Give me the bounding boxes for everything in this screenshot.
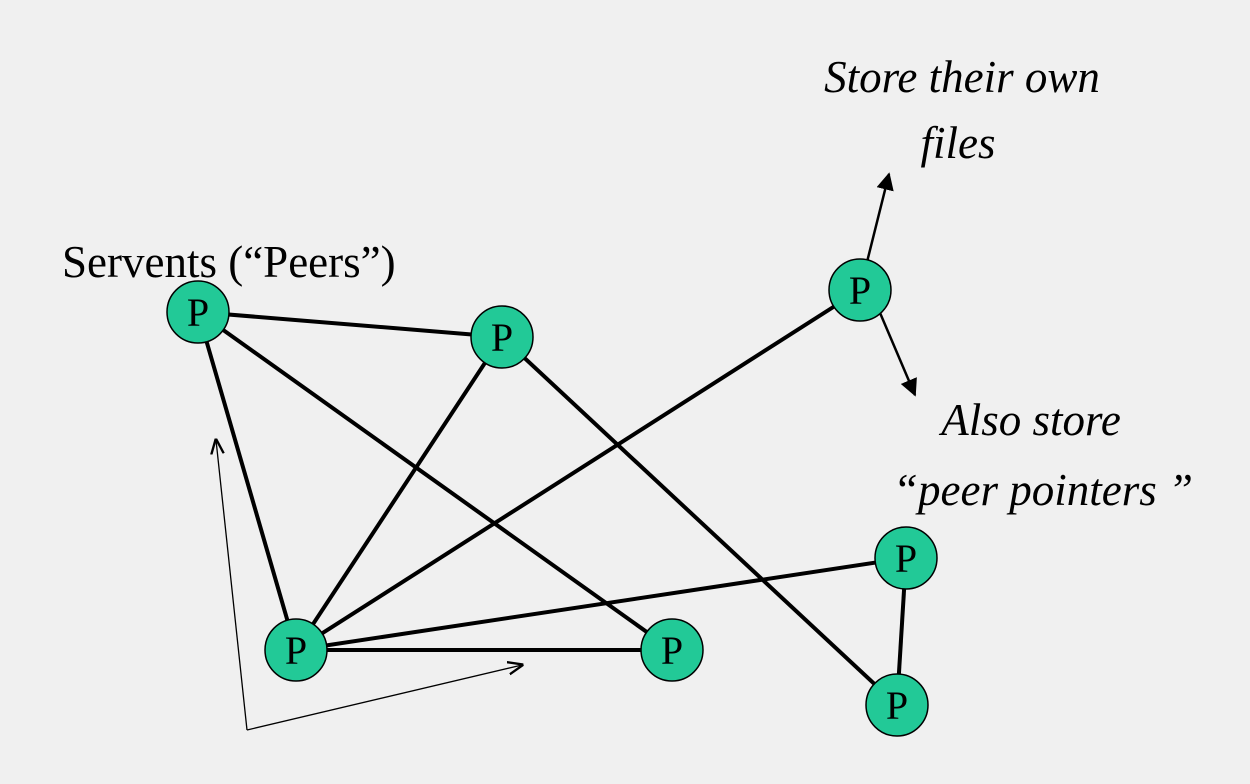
- edge-p2-p7: [500, 335, 899, 707]
- peer-node-label: P: [285, 628, 307, 673]
- network-edges: [196, 288, 908, 707]
- pointer-arrow-right: [246, 665, 522, 731]
- edge-p1-p5: [196, 311, 298, 651]
- peer-node-label: P: [491, 315, 513, 360]
- peer-node-p1: P: [166, 280, 230, 344]
- peer-node-p2: P: [470, 305, 534, 369]
- peer-node-circle: [470, 305, 534, 369]
- peer-nodes: P P P P P P P: [166, 258, 938, 737]
- peer-node-p5: P: [264, 618, 328, 682]
- peer-node-label: P: [187, 290, 209, 335]
- peer-node-circle: [166, 280, 230, 344]
- edge-pointer-arrows: [216, 440, 522, 731]
- peer-node-label: P: [895, 536, 917, 581]
- peer-node-label: P: [886, 683, 908, 728]
- peer-node-p4: P: [874, 526, 938, 590]
- peer-node-p6: P: [640, 618, 704, 682]
- peer-node-p3: P: [828, 258, 892, 322]
- edge-p1-p2: [197, 310, 503, 339]
- edge-p2-p5: [294, 335, 504, 652]
- store-files-label-line1: Store their own: [824, 52, 1100, 102]
- servents-label: Servents (“Peers”): [62, 237, 396, 287]
- peer-node-circle: [828, 258, 892, 322]
- pointer-arrow-left: [216, 440, 248, 731]
- store-files-label-line2: files: [921, 118, 996, 168]
- peer-pointers-label-line2: “peer pointers ”: [893, 465, 1193, 515]
- peer-node-label: P: [661, 628, 683, 673]
- edge-p5-p4: [295, 556, 907, 652]
- peer-node-circle: [640, 618, 704, 682]
- edge-p1-p6: [196, 310, 674, 652]
- peer-node-p7: P: [865, 673, 929, 737]
- peer-node-label: P: [849, 268, 871, 313]
- edge-p3-p5: [294, 288, 862, 652]
- peer-node-circle: [865, 673, 929, 737]
- peer-pointers-label-line1: Also store: [938, 395, 1121, 445]
- peer-node-circle: [874, 526, 938, 590]
- peer-node-circle: [264, 618, 328, 682]
